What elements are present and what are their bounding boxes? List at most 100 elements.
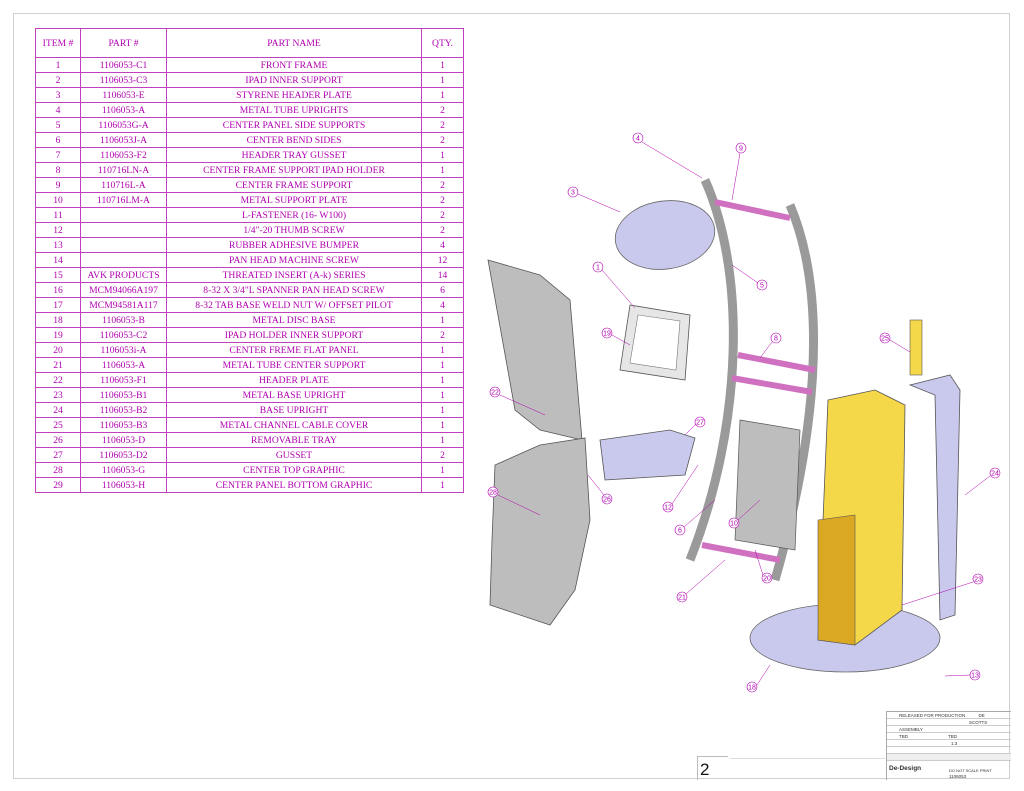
- svg-text:28: 28: [489, 490, 497, 497]
- cell-item: 22: [35, 372, 81, 388]
- cell-part-number: 1106053-C1: [80, 57, 167, 73]
- drawing-sheet-border: [13, 13, 1010, 779]
- cell-qty: 1: [421, 162, 464, 178]
- cell-part-number: [80, 207, 167, 223]
- cell-item: 26: [35, 432, 81, 448]
- center-frame-support: [731, 375, 813, 395]
- cell-part-name: CENTER FRAME SUPPORT IPAD HOLDER: [166, 162, 422, 178]
- svg-text:9: 9: [739, 146, 743, 153]
- svg-text:23: 23: [974, 577, 982, 584]
- cell-part-number: 1106053-B1: [80, 387, 167, 403]
- svg-text:8: 8: [774, 336, 778, 343]
- callout: 8: [759, 332, 782, 359]
- cell-part-name: GUSSET: [166, 447, 422, 463]
- callout: 4: [632, 132, 703, 179]
- callout: 25: [879, 332, 911, 353]
- exploded-assembly-drawing: 4 9 3 5 1 19 8 22 28 27 12 26 29 6 10 20…: [487, 132, 1001, 693]
- cell-part-name: HEADER PLATE: [166, 372, 422, 388]
- cell-part-number: 1106053-D2: [80, 447, 167, 463]
- cell-item: 10: [35, 192, 81, 208]
- cell-item: 24: [35, 402, 81, 418]
- svg-text:19: 19: [603, 331, 611, 338]
- callout: 18: [746, 664, 771, 693]
- header-part-number: PART #: [80, 28, 167, 58]
- cell-part-name: 8-32 TAB BASE WELD NUT W/ OFFSET PILOT: [166, 297, 422, 313]
- cell-item: 25: [35, 417, 81, 433]
- header-qty: QTY.: [421, 28, 464, 58]
- cell-qty: 2: [421, 177, 464, 193]
- cell-part-name: STYRENE HEADER PLATE: [166, 87, 422, 103]
- svg-text:10: 10: [730, 521, 738, 528]
- cell-qty: 1: [421, 87, 464, 103]
- cell-part-number: 110716LN-A: [80, 162, 167, 178]
- cell-part-name: METAL SUPPORT PLATE: [166, 192, 422, 208]
- cell-item: 16: [35, 282, 81, 298]
- cell-item: 9: [35, 177, 81, 193]
- callout: 12: [662, 464, 699, 513]
- cell-part-name: L-FASTENER (16- W100): [166, 207, 422, 223]
- assembly-row: ASSEMBLY: [887, 726, 1011, 733]
- drawing-number: 1106053: [949, 774, 967, 779]
- callout: 3: [567, 186, 621, 213]
- metal-tube-upright-left: [685, 178, 738, 562]
- callout: 5: [731, 264, 768, 291]
- cell-qty: 1: [421, 72, 464, 88]
- callout: 26: [587, 474, 613, 505]
- cell-item: 1: [35, 57, 81, 73]
- cell-part-number: 1106053G-A: [80, 117, 167, 133]
- cell-part-number: 1106053-B2: [80, 402, 167, 418]
- cell-qty: 1: [421, 462, 464, 478]
- cell-part-name: CENTER FREME FLAT PANEL: [166, 342, 422, 358]
- cell-qty: 2: [421, 222, 464, 238]
- cell-qty: 1: [421, 357, 464, 373]
- cell-part-number: 1106053-D: [80, 432, 167, 448]
- cell-part-name: FRONT FRAME: [166, 57, 422, 73]
- cell-part-name: CENTER PANEL SIDE SUPPORTS: [166, 117, 422, 133]
- cell-part-name: METAL TUBE CENTER SUPPORT: [166, 357, 422, 373]
- note-text: DO NOT SCALE PRINT: [949, 768, 992, 773]
- cell-part-name: RUBBER ADHESIVE BUMPER: [166, 237, 422, 253]
- svg-text:12: 12: [664, 505, 672, 512]
- cell-qty: 4: [421, 237, 464, 253]
- cell-part-name: 8-32 X 3/4"L SPANNER PAN HEAD SCREW: [166, 282, 422, 298]
- cell-qty: 1: [421, 57, 464, 73]
- cell-item: 6: [35, 132, 81, 148]
- cell-item: 2: [35, 72, 81, 88]
- cell-part-name: 1/4"-20 THUMB SCREW: [166, 222, 422, 238]
- svg-text:27: 27: [696, 420, 704, 427]
- metal-channel-cable-cover: [908, 374, 961, 621]
- cell-part-name: THREATED INSERT (A-k) SERIES: [166, 267, 422, 283]
- cell-qty: 1: [421, 372, 464, 388]
- center-frame-support-bottom: [701, 542, 781, 563]
- ipad-inner-support: [629, 314, 681, 371]
- header-part-name: PART NAME: [166, 28, 422, 58]
- cell-item: 5: [35, 117, 81, 133]
- cell-item: 23: [35, 387, 81, 403]
- cell-qty: 2: [421, 207, 464, 223]
- cell-qty: 2: [421, 117, 464, 133]
- cell-part-number: 1106053-G: [80, 462, 167, 478]
- cell-item: 18: [35, 312, 81, 328]
- cell-qty: 6: [421, 282, 464, 298]
- cell-item: 4: [35, 102, 81, 118]
- title-block: RELEASED FOR PRODUCTION DE SCOTTS ASSEMB…: [886, 711, 1011, 780]
- cell-qty: 2: [421, 327, 464, 343]
- cell-qty: 2: [421, 102, 464, 118]
- svg-text:22: 22: [491, 390, 499, 397]
